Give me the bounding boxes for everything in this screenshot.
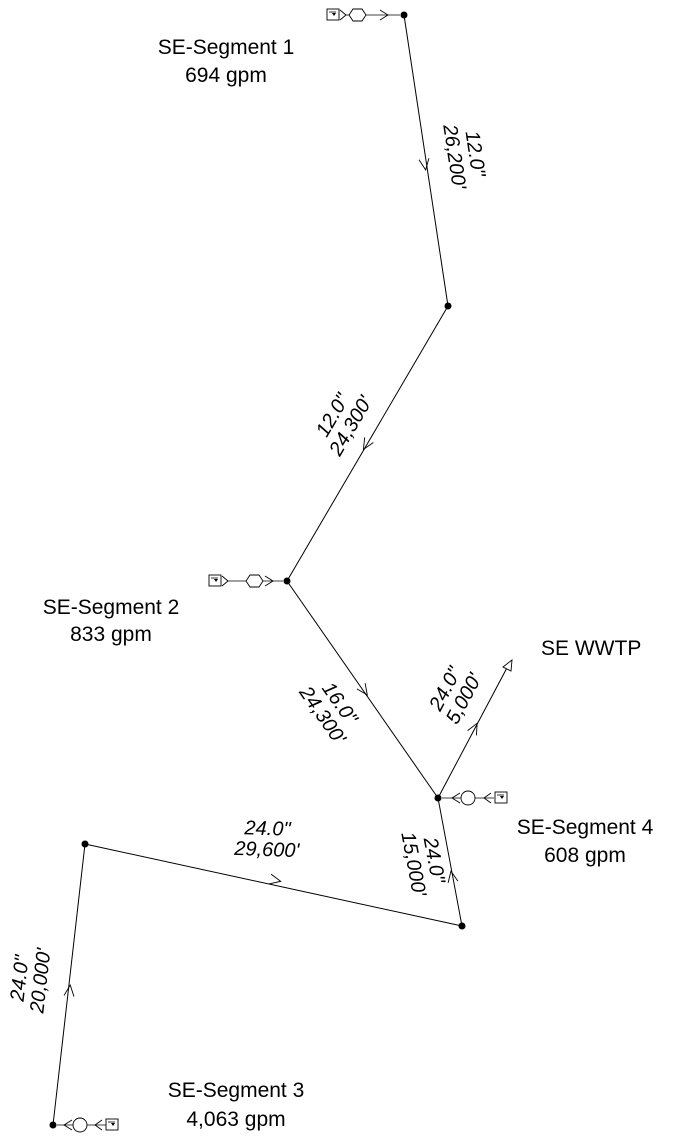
flow-arrow-p5 [447, 870, 459, 884]
flow-arrow-p7 [63, 983, 75, 997]
station-name-seg3: SE-Segment 3 [168, 1079, 305, 1102]
station-name-seg1: SE-Segment 1 [158, 36, 295, 59]
station-name-seg2: SE-Segment 2 [43, 596, 180, 619]
pipe-length-p6: 29,600' [233, 838, 301, 862]
outfall-triangle-icon[interactable] [502, 659, 513, 672]
pump-station-icon-seg1[interactable] [326, 8, 400, 22]
pipe-p2[interactable] [286, 305, 449, 582]
flow-arrow-p2 [362, 437, 374, 451]
pipe-diameter-p7: 24.0" [6, 953, 33, 1003]
flow-arrow-p6 [268, 873, 282, 885]
station-flow-seg1: 694 gpm [185, 64, 267, 87]
junction-node[interactable] [400, 11, 408, 19]
pump-station-icon-seg4[interactable] [442, 790, 508, 806]
station-flow-seg3: 4,063 gpm [186, 1108, 285, 1131]
pipe-p6[interactable] [84, 843, 463, 927]
junction-node[interactable] [434, 794, 442, 802]
flow-arrow-p3 [356, 683, 368, 696]
pipe-diameter-p6: 24.0" [243, 817, 292, 841]
pipe-p1[interactable] [403, 14, 449, 307]
junction-node[interactable] [458, 922, 466, 930]
flow-arrow-p4 [467, 722, 478, 736]
junction-node[interactable] [444, 302, 452, 310]
pipe-p7[interactable] [52, 843, 86, 1126]
outfall-name: SE WWTP [541, 637, 641, 660]
junction-node[interactable] [81, 840, 89, 848]
pipe-p4[interactable] [437, 663, 510, 799]
station-name-seg4: SE-Segment 4 [517, 816, 654, 839]
pump-station-icon-seg3[interactable] [57, 1117, 119, 1133]
flow-arrow-p1 [418, 158, 430, 171]
junction-node[interactable] [49, 1121, 57, 1129]
station-flow-seg4: 608 gpm [544, 844, 626, 867]
pump-station-icon-seg2[interactable] [208, 574, 283, 588]
pipe-p3[interactable] [286, 580, 439, 799]
junction-node[interactable] [283, 577, 291, 585]
station-flow-seg2: 833 gpm [70, 623, 152, 646]
pipe-p5[interactable] [437, 797, 463, 927]
